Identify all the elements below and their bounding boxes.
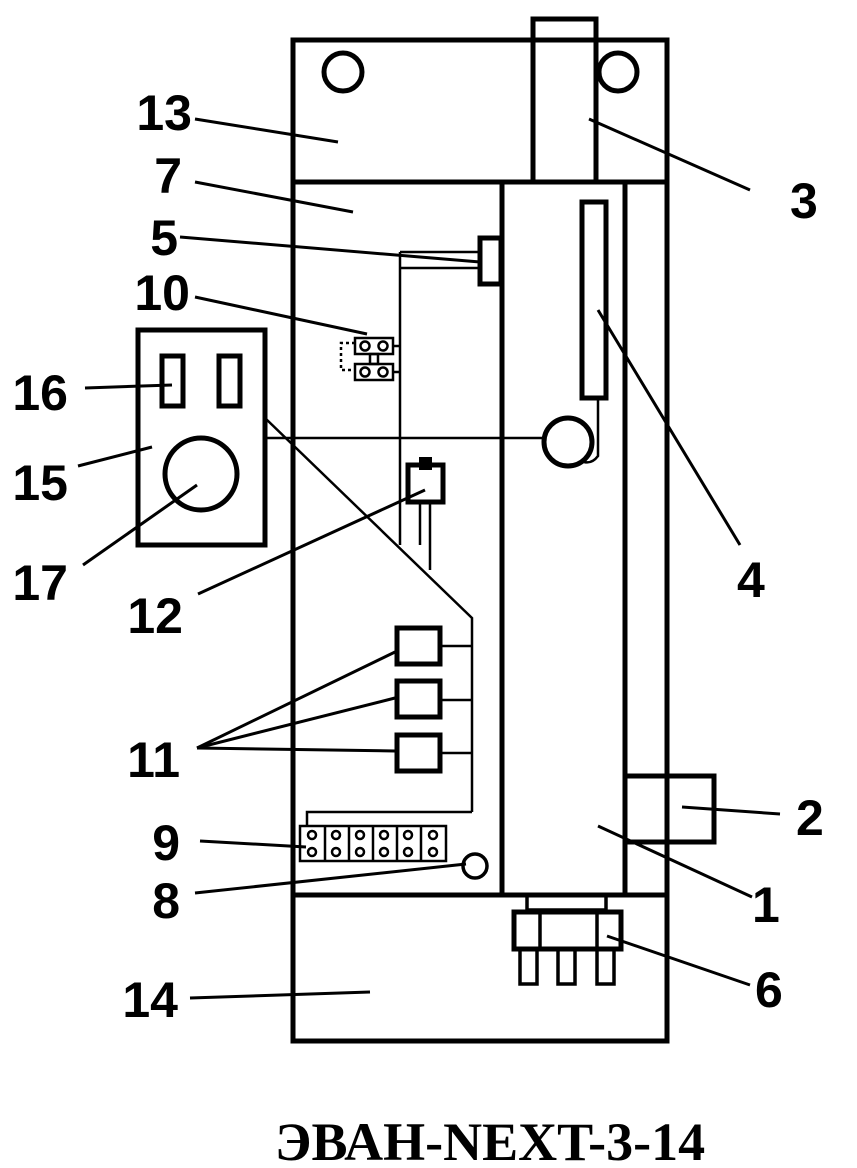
leader-12 <box>197 488 426 596</box>
boiler-housing <box>290 37 670 1044</box>
leader-5 <box>179 235 481 264</box>
leader-4 <box>596 309 742 546</box>
mounting-hole-right <box>596 50 640 94</box>
leader-11c <box>196 746 396 753</box>
leader-2 <box>681 805 781 816</box>
label-13: 13 <box>136 85 192 141</box>
outlet-pipe <box>530 16 599 185</box>
leader-15 <box>77 445 153 468</box>
leader-11b <box>196 696 396 750</box>
leader-17 <box>82 483 198 567</box>
heating-element <box>579 199 609 401</box>
label-7: 7 <box>154 148 182 204</box>
sensor-12-cap <box>419 457 432 470</box>
contactor-2 <box>394 678 443 720</box>
leader-10 <box>194 295 368 336</box>
indicator-lamp-right <box>216 353 243 409</box>
label-8: 8 <box>152 873 180 929</box>
drain-assembly <box>511 893 624 986</box>
leader-7 <box>194 180 354 214</box>
indicator-lamp-left <box>159 353 186 409</box>
contactor-1 <box>394 625 443 667</box>
label-17: 17 <box>12 555 68 611</box>
label-10: 10 <box>134 265 190 321</box>
leader-3 <box>588 117 751 192</box>
label-2: 2 <box>796 790 824 846</box>
label-3: 3 <box>790 173 818 229</box>
thermal-switch <box>477 235 504 287</box>
leader-11a <box>196 650 396 750</box>
label-16: 16 <box>12 365 68 421</box>
terminal-block-10 <box>339 336 400 382</box>
label-6: 6 <box>755 962 783 1018</box>
leader-9 <box>199 839 307 849</box>
terminal-strip-9 <box>298 824 448 863</box>
label-4: 4 <box>737 552 765 608</box>
leader-6 <box>606 934 751 987</box>
leader-13 <box>194 117 339 144</box>
heating-element-wire <box>583 398 600 464</box>
label-9: 9 <box>152 815 180 871</box>
label-14: 14 <box>122 972 178 1028</box>
label-1: 1 <box>752 877 780 933</box>
thermostat-knob <box>162 435 240 513</box>
ground-screw <box>461 852 489 880</box>
leader-14 <box>189 990 371 1000</box>
leader-8 <box>194 862 467 895</box>
leader-1 <box>597 824 753 899</box>
diagram-title: ЭВАН-NEXT-3-14 <box>275 1112 705 1168</box>
label-12: 12 <box>127 588 183 644</box>
label-5: 5 <box>150 210 178 266</box>
busbar-wire <box>305 810 472 826</box>
sensor-bulb <box>541 415 595 469</box>
panel-cable <box>264 417 474 812</box>
leader-16 <box>84 383 173 390</box>
label-11: 11 <box>127 732 180 788</box>
label-15: 15 <box>12 455 68 511</box>
contactor-3 <box>394 732 443 774</box>
mounting-hole-left <box>321 50 365 94</box>
